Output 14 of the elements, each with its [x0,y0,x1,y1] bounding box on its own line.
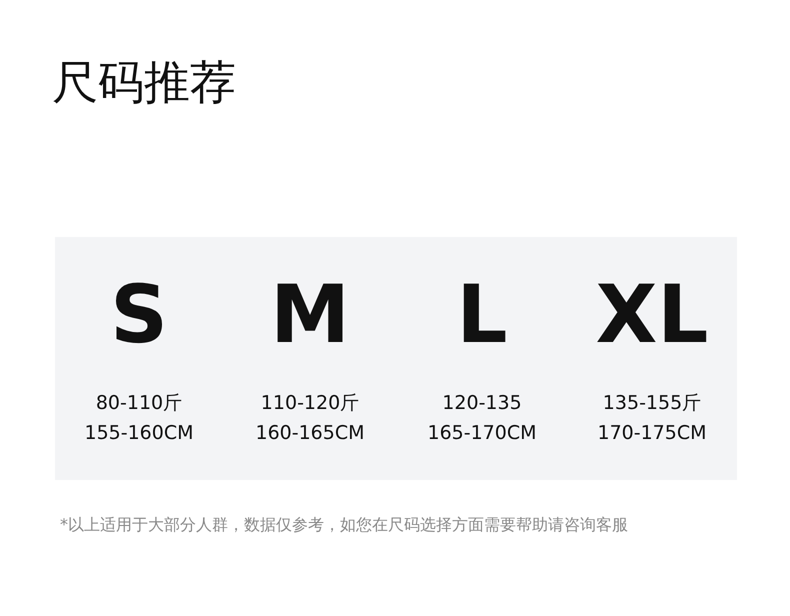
weight-range: 110-120斤 [260,391,360,415]
height-range: 155-160CM [84,421,194,445]
size-label: L [456,275,508,355]
height-range: 165-170CM [427,421,537,445]
footnote: *以上适用于大部分人群，数据仅参考，如您在尺码选择方面需要帮助请咨询客服 [60,515,628,536]
weight-range: 80-110斤 [96,391,182,415]
size-label: XL [596,275,708,355]
size-label: S [110,275,168,355]
height-range: 170-175CM [597,421,707,445]
height-range: 160-165CM [255,421,365,445]
weight-range: 135-155斤 [602,391,702,415]
size-label: M [270,275,350,355]
weight-range: 120-135 [442,391,522,415]
title: 尺码推荐 [52,54,236,111]
